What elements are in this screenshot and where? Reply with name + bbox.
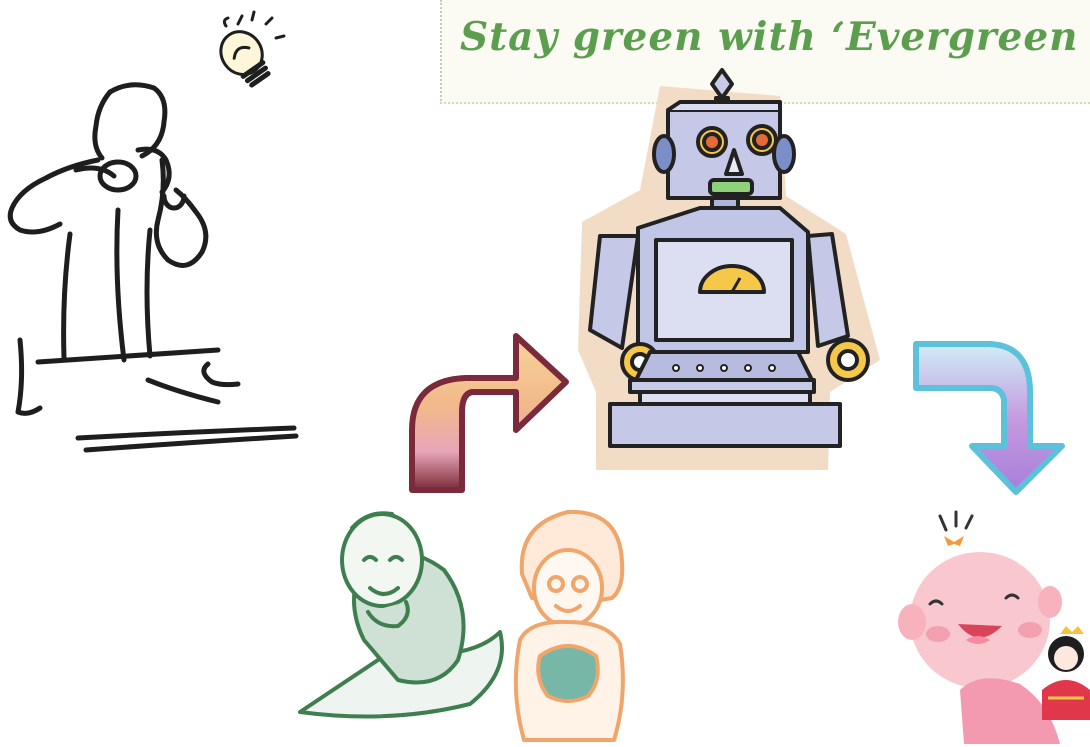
scientist-illustration: [10, 85, 296, 450]
up-right-arrow-icon: [412, 336, 566, 490]
elderly-man-illustration: [300, 513, 502, 716]
doll-illustration: [1042, 626, 1090, 720]
elderly-woman-illustration: [516, 512, 623, 740]
down-arrow-icon: [916, 344, 1062, 492]
light-bulb-icon: [213, 12, 284, 91]
robot-illustration: [578, 70, 880, 470]
baby-illustration: [898, 512, 1062, 744]
